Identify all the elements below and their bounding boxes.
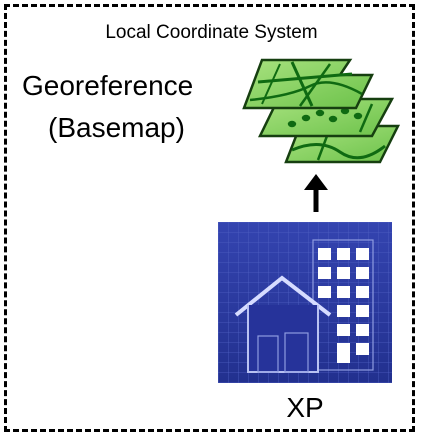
map-layer-top (242, 58, 374, 110)
local-coordinate-system-frame (4, 4, 415, 432)
frame-title: Local Coordinate System (105, 22, 318, 43)
xp-label: XP (286, 392, 324, 423)
georeference-label: Georeference (22, 70, 194, 101)
basemap-label: (Basemap) (48, 112, 185, 143)
